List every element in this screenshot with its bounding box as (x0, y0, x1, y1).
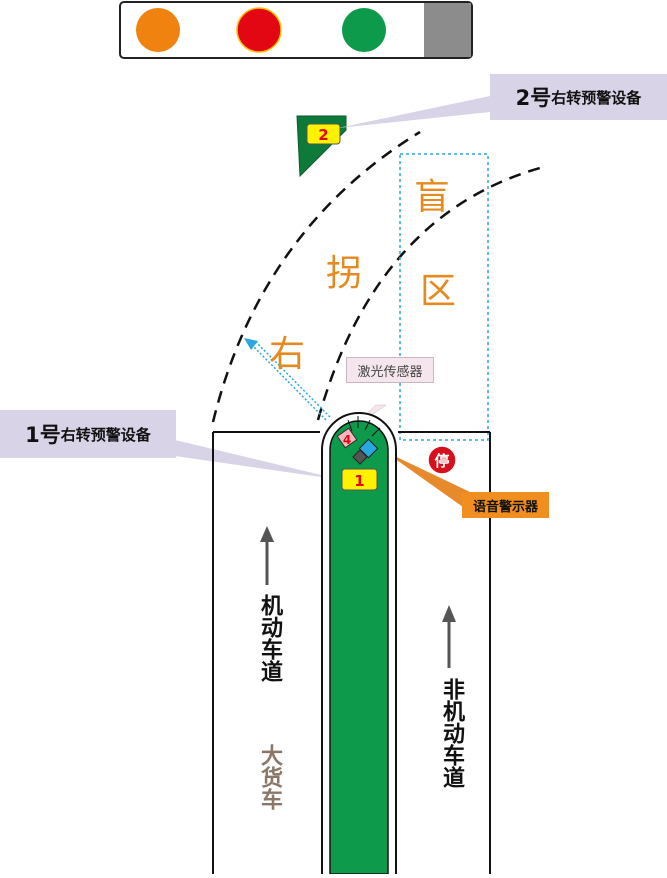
stop-sign-label: 停 (434, 452, 449, 470)
device-1-badge-bg (341, 468, 378, 491)
blind-char-2: 区 (420, 271, 457, 312)
turn-char-1: 右 (269, 334, 306, 375)
sensor-label: 激光传感器 (357, 364, 423, 380)
sensor-cluster: 4 (336, 416, 381, 465)
motor-lane-label: 机动车道 (257, 594, 282, 682)
laser-beam (244, 338, 331, 421)
stop-sign: 停 (427, 445, 457, 475)
sensor-badge: 4 (343, 433, 351, 447)
laser-sensor-box (336, 427, 358, 449)
device-1-callout-num: 1号 (25, 423, 61, 447)
nonmotor-lane-label: 非机动车道 (439, 678, 464, 788)
device-1-badge: 1 (354, 472, 364, 490)
speaker-callout: 语音警示器 (462, 492, 549, 518)
device-1: 1 (341, 468, 378, 491)
median-island (329, 420, 389, 875)
device-2-callout-text: 右转预警设备 (551, 88, 642, 107)
turn-arc-outer (211, 130, 421, 423)
speaker-callout-leader (384, 451, 470, 512)
device-2: 2 (296, 115, 347, 178)
signal-housing (119, 1, 473, 59)
device-2-badge: 2 (318, 126, 328, 144)
device-2-badge-bg (306, 123, 341, 145)
signal-gray-panel (424, 3, 471, 57)
callout-2-leader (338, 96, 490, 128)
speaker-device (358, 438, 379, 459)
device-1-callout-text: 右转预警设备 (60, 425, 151, 444)
signal-red-light (236, 7, 282, 53)
blind-zone-box (399, 153, 489, 441)
truck-label: 大货车 (257, 744, 282, 810)
sensor-callout: 激光传感器 (346, 357, 434, 383)
speaker-label: 语音警示器 (472, 499, 538, 515)
device-1-callout: 1号 右转预警设备 (0, 410, 176, 458)
signal-orange-light (136, 8, 180, 52)
motor-lane-arrow-icon (260, 526, 274, 585)
signal-green-light (342, 8, 386, 52)
traffic-signal (119, 1, 473, 59)
nonmotor-lane-arrow-icon (442, 605, 456, 668)
device-2-callout-num: 2号 (515, 86, 552, 110)
turn-arc-inner (316, 166, 541, 421)
controller-device (352, 449, 368, 465)
callout-1-leader (175, 440, 342, 480)
device-2-callout: 2号 右转预警设备 (490, 74, 667, 120)
blind-char-1: 盲 (414, 177, 451, 218)
turn-char-2: 拐 (326, 253, 363, 294)
